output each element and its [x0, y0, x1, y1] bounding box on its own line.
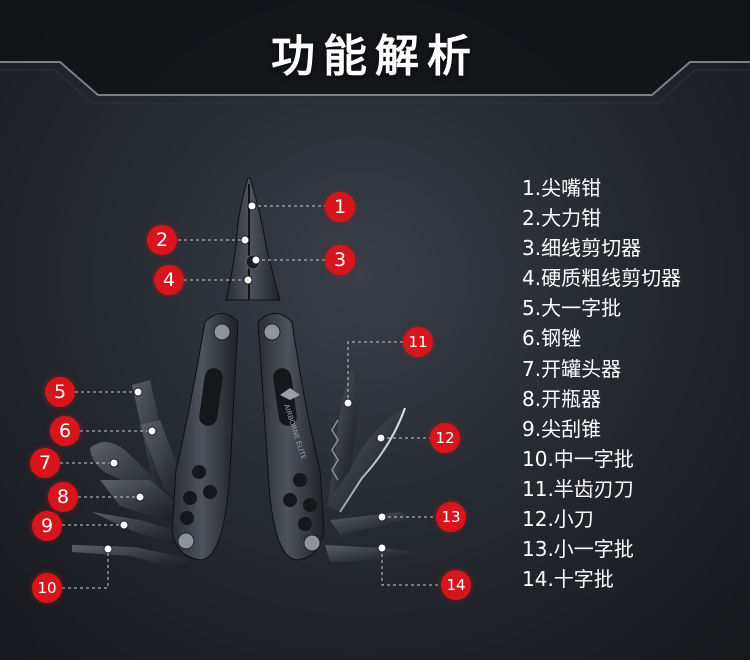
callout-badge-13: 13 [436, 502, 466, 532]
page-title: 功能解析 [271, 31, 479, 82]
callout-badge-11: 11 [403, 327, 433, 357]
callout-badge-8: 8 [48, 482, 78, 512]
callout-badge-14: 14 [441, 570, 471, 600]
right-handle [257, 313, 325, 561]
callout-badge-12: 12 [430, 423, 460, 453]
leader-11 [347, 341, 403, 403]
feature-item: 7.开罐头器 [522, 356, 622, 381]
feature-item: 10.中一字批 [522, 446, 634, 471]
feature-item: 8.开瓶器 [522, 386, 602, 411]
medium-flathead-driver [72, 545, 195, 570]
callout-badge-6: 6 [50, 416, 80, 446]
feature-item: 6.钢锉 [522, 326, 582, 351]
bottle-opener [100, 480, 185, 522]
leader-lines [60, 205, 441, 589]
phillips-driver [325, 545, 420, 562]
awl [92, 512, 190, 545]
plier-jaws [225, 177, 281, 301]
callout-badge-1: 1 [325, 192, 355, 222]
callout-badge-7: 7 [30, 448, 60, 478]
feature-item: 12.小刀 [522, 507, 594, 532]
small-knife [326, 408, 405, 512]
callout-badge-3: 3 [325, 245, 355, 275]
callout-badge-4: 4 [154, 265, 184, 295]
left-handle [171, 313, 239, 561]
callout-badge-5: 5 [45, 377, 75, 407]
leader-14 [381, 548, 441, 586]
feature-item: 2.大力钳 [522, 206, 602, 231]
callout-badge-2: 2 [147, 225, 177, 255]
feature-list: 1.尖嘴钳 2.大力钳 3.细线剪切器 4.硬质粗线剪切器 5.大一字批 6.钢… [522, 173, 681, 594]
callout-badge-9: 9 [32, 511, 62, 541]
small-knife-edge [339, 407, 406, 513]
feature-item: 14.十字批 [522, 567, 614, 592]
serrated-blade-teeth [331, 419, 339, 481]
feature-item: 1.尖嘴钳 [522, 176, 602, 200]
callout-dots [103, 201, 387, 554]
feature-item: 13.小一字批 [522, 537, 634, 562]
feature-item: 5.大一字批 [522, 296, 622, 321]
leader-10 [62, 549, 109, 589]
feature-item: 4.硬质粗线剪切器 [522, 266, 682, 291]
feature-item: 9.尖刮锥 [522, 416, 602, 441]
small-flathead-driver [330, 512, 412, 535]
feature-item: 11.半齿刃刀 [522, 476, 634, 501]
callout-badge-10: 10 [32, 573, 62, 603]
wings-logo [280, 388, 300, 400]
feature-item: 3.细线剪切器 [522, 236, 642, 261]
